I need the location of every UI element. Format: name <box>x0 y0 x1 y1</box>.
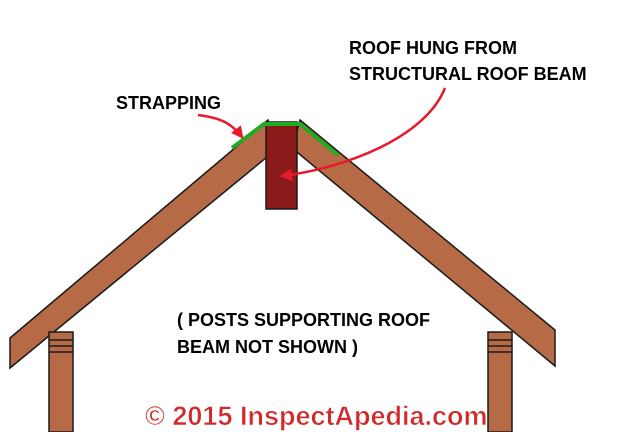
note-label-line2: BEAM NOT SHOWN ) <box>177 337 358 357</box>
right-post <box>487 331 513 432</box>
roof-hung-label-line2: STRUCTURAL ROOF BEAM <box>349 64 587 84</box>
left-post <box>48 331 74 432</box>
beam-arrow <box>279 87 447 181</box>
strapping-line <box>230 122 340 157</box>
left-rafter <box>9 118 279 370</box>
strapping-label: STRAPPING <box>116 93 221 113</box>
copyright-watermark: © 2015 InspectApedia.com <box>145 401 488 431</box>
note-label-line1: ( POSTS SUPPORTING ROOF <box>177 310 430 330</box>
roof-hung-label-line1: ROOF HUNG FROM <box>349 38 517 58</box>
structural-roof-beam <box>265 121 298 210</box>
strapping-arrow <box>197 113 244 139</box>
